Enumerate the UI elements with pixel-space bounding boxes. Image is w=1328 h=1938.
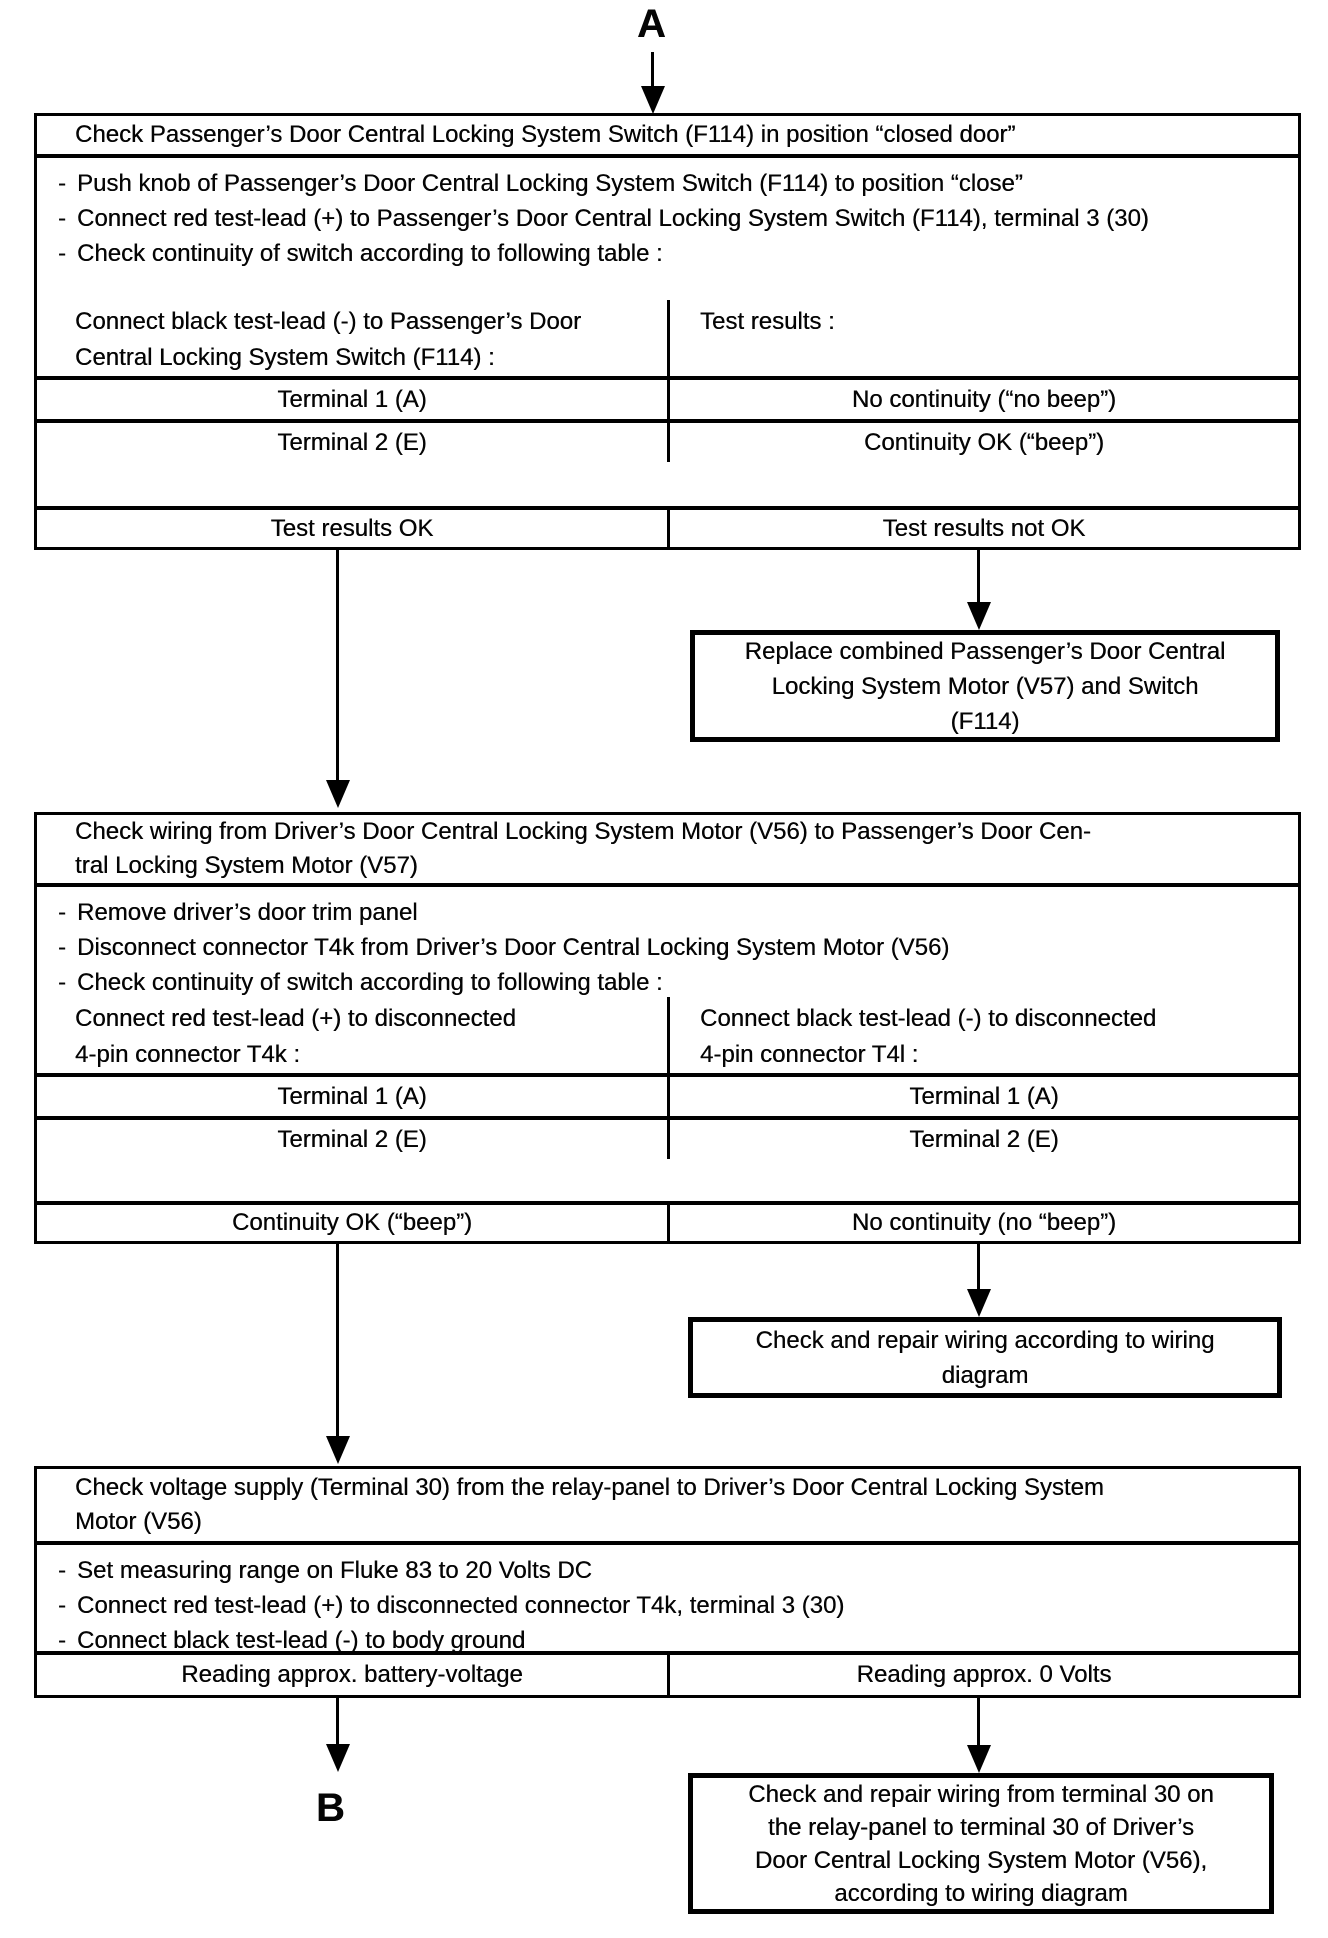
step2-table-header-row: Connect red test-lead (+) to disconnecte… — [37, 997, 1298, 1073]
table-row: Terminal 2 (E) Terminal 2 (E) — [37, 1116, 1298, 1159]
result-ok-cell: Continuity OK (“beep”) — [37, 1205, 670, 1241]
instruction-item: - Connect red test-lead (+) to disconnec… — [47, 1588, 1286, 1623]
arrow-line — [977, 1244, 980, 1291]
step2-title: Check wiring from Driver’s Door Central … — [37, 815, 1298, 887]
arrow-line — [336, 1698, 339, 1746]
table-cell: Terminal 1 (A) — [37, 380, 670, 419]
step3-box: Check voltage supply (Terminal 30) from … — [34, 1466, 1301, 1698]
instruction-item: - Connect red test-lead (+) to Passenger… — [47, 201, 1286, 236]
step1-result-row: Test results OK Test results not OK — [37, 506, 1298, 547]
repair-wiring-box: Check and repair wiring according to wir… — [688, 1317, 1282, 1398]
table-spacer-row — [37, 462, 1298, 506]
table-header-left: Connect black test-lead (-) to Passenger… — [37, 300, 670, 376]
step1-box: Check Passenger’s Door Central Locking S… — [34, 113, 1301, 550]
arrow-down-icon — [967, 602, 991, 630]
step1-table-header-row: Connect black test-lead (-) to Passenger… — [37, 300, 1298, 376]
bullet-dash: - — [58, 1627, 66, 1654]
arrow-down-icon — [326, 1744, 350, 1772]
bullet-dash: - — [58, 969, 66, 996]
result-not-ok-cell: Test results not OK — [882, 514, 1086, 542]
arrow-line — [651, 52, 654, 88]
step3-title: Check voltage supply (Terminal 30) from … — [37, 1469, 1298, 1545]
bullet-dash: - — [58, 899, 66, 926]
table-row: Terminal 2 (E) Continuity OK (“beep”) — [37, 419, 1298, 462]
step2-instructions: - Remove driver’s door trim panel - Disc… — [37, 887, 1298, 997]
table-cell: Terminal 2 (E) — [37, 1120, 670, 1159]
arrow-line — [336, 1244, 339, 1438]
arrow-down-icon — [967, 1745, 991, 1773]
instruction-item: - Connect black test-lead (-) to body gr… — [47, 1623, 1286, 1658]
arrow-down-icon — [326, 780, 350, 808]
arrow-down-icon — [967, 1289, 991, 1317]
table-cell: No continuity (“no beep”) — [851, 385, 1117, 413]
arrow-line — [336, 550, 339, 782]
instruction-item: - Check continuity of switch according t… — [47, 236, 1286, 271]
step3-result-row: Reading approx. battery-voltage Reading … — [37, 1651, 1298, 1695]
result-ok-cell: Test results OK — [37, 510, 670, 547]
bullet-dash: - — [58, 205, 66, 232]
bullet-dash: - — [58, 934, 66, 961]
table-cell: Terminal 2 (E) — [37, 423, 670, 462]
instruction-item: - Set measuring range on Fluke 83 to 20 … — [47, 1553, 1286, 1588]
table-row: Terminal 1 (A) Terminal 1 (A) — [37, 1073, 1298, 1116]
arrow-line — [977, 1698, 980, 1747]
step2-box: Check wiring from Driver’s Door Central … — [34, 812, 1301, 1244]
step2-result-row: Continuity OK (“beep”) No continuity (no… — [37, 1201, 1298, 1241]
result-ok-cell: Reading approx. battery-voltage — [37, 1655, 670, 1695]
table-spacer-row — [37, 1159, 1298, 1201]
table-cell: Continuity OK (“beep”) — [863, 428, 1105, 456]
result-not-ok-cell: Reading approx. 0 Volts — [856, 1661, 1112, 1688]
step1-title: Check Passenger’s Door Central Locking S… — [37, 116, 1298, 158]
instruction-item: - Push knob of Passenger’s Door Central … — [47, 166, 1286, 201]
instruction-item: - Remove driver’s door trim panel — [47, 895, 1286, 930]
bullet-dash: - — [58, 170, 66, 197]
arrow-down-icon — [326, 1436, 350, 1464]
step1-instructions: - Push knob of Passenger’s Door Central … — [37, 158, 1298, 300]
instruction-item: - Check continuity of switch according t… — [47, 965, 1286, 1000]
table-header-left: Connect red test-lead (+) to disconnecte… — [37, 997, 670, 1073]
instruction-item: - Disconnect connector T4k from Driver’s… — [47, 930, 1286, 965]
result-not-ok-cell: No continuity (no “beep”) — [851, 1209, 1117, 1236]
table-cell: Terminal 1 (A) — [37, 1077, 670, 1116]
table-cell: Terminal 2 (E) — [909, 1125, 1059, 1153]
connector-label-a: A — [637, 2, 666, 46]
table-header-right: Connect black test-lead (-) to disconnec… — [700, 1005, 1157, 1068]
table-cell: Terminal 1 (A) — [909, 1082, 1059, 1110]
arrow-line — [977, 550, 980, 604]
final-repair-wiring-box: Check and repair wiring from terminal 30… — [688, 1773, 1274, 1914]
bullet-dash: - — [58, 1592, 66, 1619]
connector-label-b: B — [316, 1786, 345, 1830]
arrow-down-icon — [641, 86, 665, 114]
bullet-dash: - — [58, 240, 66, 267]
table-header-right: Test results : — [700, 308, 835, 335]
bullet-dash: - — [58, 1557, 66, 1584]
step3-instructions: - Set measuring range on Fluke 83 to 20 … — [37, 1545, 1298, 1654]
table-row: Terminal 1 (A) No continuity (“no beep”) — [37, 376, 1298, 419]
replace-motor-switch-box: Replace combined Passenger’s Door Centra… — [690, 630, 1280, 742]
